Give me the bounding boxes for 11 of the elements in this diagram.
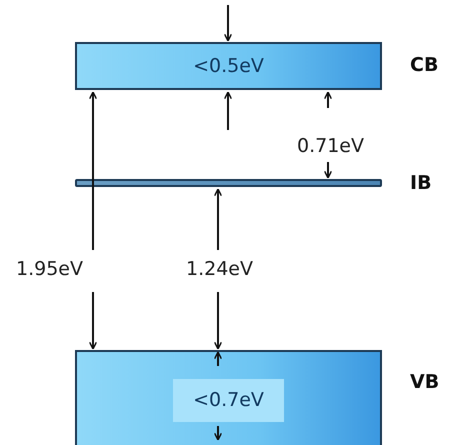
energy-value: <0.5eV (193, 56, 264, 76)
energy-gap-label: 1.24eV (186, 260, 253, 279)
band-label: VB (410, 373, 440, 392)
energy-gap-label: 1.95eV (16, 260, 83, 279)
energy-band (75, 179, 382, 187)
energy-gap-label: 0.71eV (297, 137, 364, 156)
energy-value: <0.7eV (173, 378, 284, 422)
energy-band (75, 42, 382, 90)
band-label: CB (410, 56, 438, 75)
energy-band (75, 350, 382, 445)
band-label: IB (410, 174, 432, 193)
